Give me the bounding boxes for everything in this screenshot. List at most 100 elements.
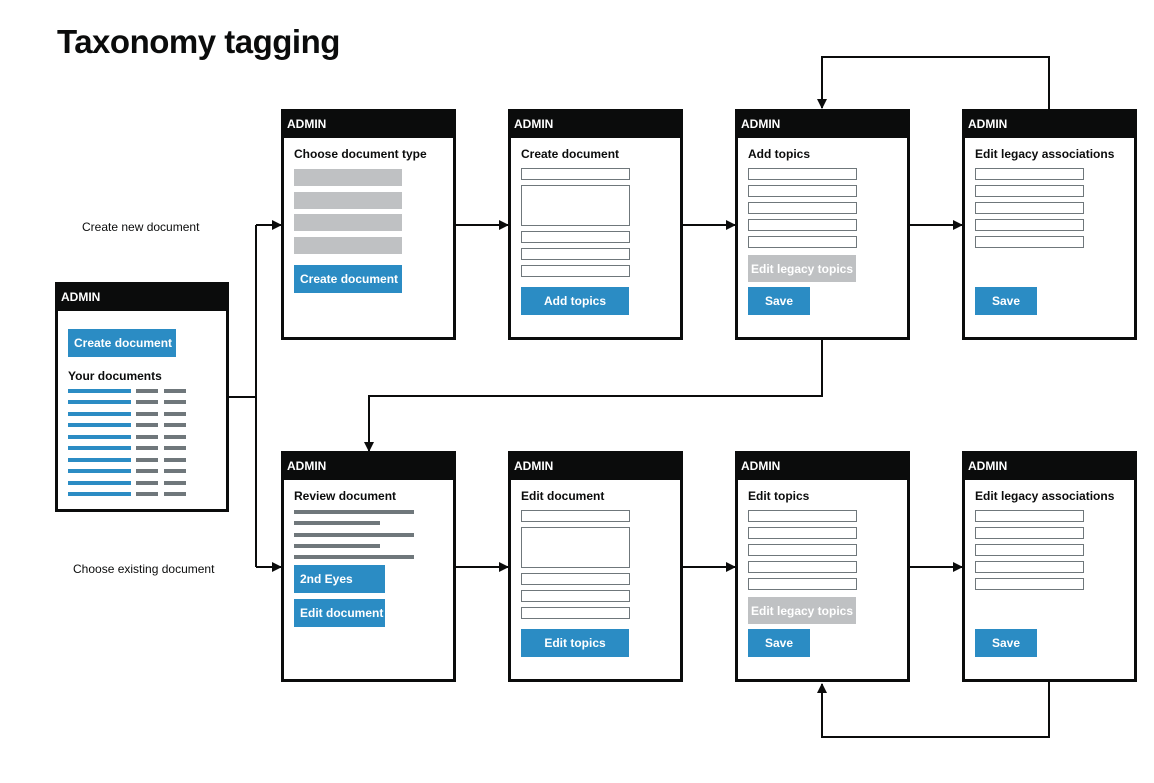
document-meta-line bbox=[164, 469, 186, 473]
document-title-line[interactable] bbox=[68, 469, 131, 473]
association-field[interactable] bbox=[975, 510, 1084, 522]
edit-topics-heading: Edit topics bbox=[748, 489, 810, 503]
content-line bbox=[294, 544, 380, 548]
document-meta-line bbox=[164, 458, 186, 462]
document-meta-line bbox=[136, 481, 158, 485]
association-field[interactable] bbox=[975, 544, 1084, 556]
topic-field[interactable] bbox=[748, 202, 857, 214]
topic-field[interactable] bbox=[748, 168, 857, 180]
add-topics-button[interactable]: Add topics bbox=[521, 287, 629, 315]
choose-existing-document-label: Choose existing document bbox=[73, 562, 215, 576]
document-meta-line bbox=[136, 400, 158, 404]
document-type-option[interactable] bbox=[294, 214, 402, 231]
topic-field[interactable] bbox=[748, 510, 857, 522]
topic-field[interactable] bbox=[748, 219, 857, 231]
create-new-document-label: Create new document bbox=[82, 220, 200, 234]
topic-field[interactable] bbox=[748, 544, 857, 556]
topic-field[interactable] bbox=[748, 527, 857, 539]
text-field[interactable] bbox=[521, 590, 630, 602]
document-title-line[interactable] bbox=[68, 400, 131, 404]
second-eyes-button[interactable]: 2nd Eyes bbox=[294, 565, 385, 593]
document-title-line[interactable] bbox=[68, 481, 131, 485]
create-document-button[interactable]: Create document bbox=[294, 265, 402, 293]
edit-topics-button[interactable]: Edit topics bbox=[521, 629, 629, 657]
document-title-line[interactable] bbox=[68, 435, 131, 439]
document-title-line[interactable] bbox=[68, 458, 131, 462]
save-button[interactable]: Save bbox=[748, 629, 810, 657]
document-meta-line bbox=[136, 469, 158, 473]
content-line bbox=[294, 555, 414, 559]
page-title: Taxonomy tagging bbox=[57, 23, 340, 60]
edit-legacy-associations-heading: Edit legacy associations bbox=[975, 147, 1115, 161]
document-meta-line bbox=[164, 481, 186, 485]
text-field[interactable] bbox=[521, 168, 630, 180]
review-document-heading: Review document bbox=[294, 489, 397, 503]
document-title-line[interactable] bbox=[68, 412, 131, 416]
edit-legacy-topics-button[interactable]: Edit legacy topics bbox=[748, 255, 856, 282]
document-meta-line bbox=[136, 492, 158, 496]
document-title-line[interactable] bbox=[68, 389, 131, 393]
topic-field[interactable] bbox=[748, 236, 857, 248]
arrow-add-topics-to-review bbox=[364, 340, 823, 452]
edit-legacy-associations-heading: Edit legacy associations bbox=[975, 489, 1115, 503]
screen-edit-legacy-associations: ADMIN Edit legacy associations Save bbox=[962, 451, 1137, 682]
textarea-field[interactable] bbox=[521, 527, 630, 568]
association-field[interactable] bbox=[975, 527, 1084, 539]
document-type-option[interactable] bbox=[294, 192, 402, 209]
edit-document-heading: Edit document bbox=[521, 489, 605, 503]
document-meta-line bbox=[164, 412, 186, 416]
topic-field[interactable] bbox=[748, 578, 857, 590]
admin-header: ADMIN bbox=[964, 453, 1135, 480]
create-document-button[interactable]: Create document bbox=[68, 329, 176, 357]
document-meta-line bbox=[164, 400, 186, 404]
admin-header: ADMIN bbox=[283, 111, 454, 138]
document-title-line[interactable] bbox=[68, 492, 131, 496]
edit-legacy-topics-button[interactable]: Edit legacy topics bbox=[748, 597, 856, 624]
arrow-legacy-back-to-edit-topics bbox=[817, 682, 1050, 738]
create-document-heading: Create document bbox=[521, 147, 620, 161]
document-title-line[interactable] bbox=[68, 446, 131, 450]
document-meta-line bbox=[164, 446, 186, 450]
text-field[interactable] bbox=[521, 248, 630, 260]
topic-field[interactable] bbox=[748, 185, 857, 197]
your-documents-heading: Your documents bbox=[68, 369, 162, 383]
association-field[interactable] bbox=[975, 168, 1084, 180]
topic-field[interactable] bbox=[748, 561, 857, 573]
content-line bbox=[294, 521, 380, 525]
admin-header: ADMIN bbox=[737, 453, 908, 480]
textarea-field[interactable] bbox=[521, 185, 630, 226]
screen-create-document: ADMIN Create document Add topics bbox=[508, 109, 683, 340]
association-field[interactable] bbox=[975, 561, 1084, 573]
save-button[interactable]: Save bbox=[975, 629, 1037, 657]
association-field[interactable] bbox=[975, 185, 1084, 197]
content-line bbox=[294, 510, 414, 514]
association-field[interactable] bbox=[975, 578, 1084, 590]
text-field[interactable] bbox=[521, 573, 630, 585]
document-meta-line bbox=[136, 446, 158, 450]
document-meta-line bbox=[136, 423, 158, 427]
association-field[interactable] bbox=[975, 202, 1084, 214]
admin-header: ADMIN bbox=[737, 111, 908, 138]
admin-header: ADMIN bbox=[57, 284, 227, 311]
screen-add-topics: ADMIN Add topics Edit legacy topics Save bbox=[735, 109, 910, 340]
document-title-line[interactable] bbox=[68, 423, 131, 427]
arrow-legacy-back-to-add-topics bbox=[817, 56, 1050, 110]
screen-review-document: ADMIN Review document 2nd Eyes Edit docu… bbox=[281, 451, 456, 682]
content-line bbox=[294, 533, 414, 537]
document-meta-line bbox=[164, 389, 186, 393]
screen-edit-document: ADMIN Edit document Edit topics bbox=[508, 451, 683, 682]
association-field[interactable] bbox=[975, 219, 1084, 231]
association-field[interactable] bbox=[975, 236, 1084, 248]
document-type-option[interactable] bbox=[294, 237, 402, 254]
admin-header: ADMIN bbox=[964, 111, 1135, 138]
screen-choose-document-type: ADMIN Choose document type Create docume… bbox=[281, 109, 456, 340]
text-field[interactable] bbox=[521, 510, 630, 522]
text-field[interactable] bbox=[521, 265, 630, 277]
document-type-option[interactable] bbox=[294, 169, 402, 186]
text-field[interactable] bbox=[521, 231, 630, 243]
save-button[interactable]: Save bbox=[975, 287, 1037, 315]
save-button[interactable]: Save bbox=[748, 287, 810, 315]
text-field[interactable] bbox=[521, 607, 630, 619]
edit-document-button[interactable]: Edit document bbox=[294, 599, 385, 627]
